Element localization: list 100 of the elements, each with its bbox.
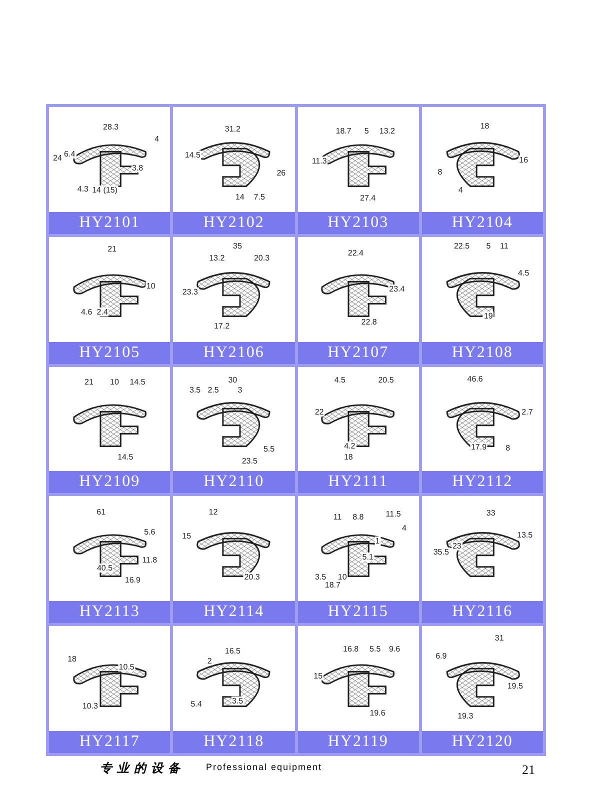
dimension-label: 46.6 — [466, 374, 484, 384]
product-card — [49, 626, 170, 753]
dimension-label: 6.4 — [63, 150, 76, 159]
dimension-label: 16 — [518, 156, 530, 165]
dimension-label: 21 — [106, 244, 118, 254]
model-number-bar: HY2104 — [422, 212, 543, 234]
dimension-label: 28.3 — [102, 122, 120, 132]
dimension-label: 31.2 — [224, 124, 242, 134]
product-card — [49, 496, 170, 624]
model-number-bar: HY2107 — [298, 342, 419, 364]
dimension-label: 19.3 — [456, 712, 474, 721]
dimension-label: 5 — [485, 242, 492, 251]
dimension-label: 18.7 — [324, 580, 342, 590]
dimension-label: 2.5 — [206, 385, 220, 394]
dimension-label: 8.8 — [352, 512, 365, 522]
dimension-label: 4.5 — [333, 376, 346, 385]
model-number-bar: HY2101 — [49, 212, 170, 234]
product-card — [422, 366, 543, 494]
dimension-label: 3 — [236, 385, 244, 394]
dimension-label: 8 — [504, 444, 512, 453]
footer-slogan: 专业的设备 — [100, 760, 185, 777]
product-card — [49, 366, 170, 494]
model-number-bar: HY2115 — [298, 601, 419, 624]
dimension-label: 17.9 — [470, 442, 488, 452]
model-number-bar: HY2110 — [173, 471, 294, 494]
dimension-label: 8 — [436, 167, 444, 176]
product-card — [422, 496, 543, 624]
dimension-label: 22.8 — [360, 317, 378, 326]
dimension-label: 5 — [363, 126, 370, 136]
model-number-bar: HY2120 — [422, 731, 543, 753]
dimension-label: 40.5 — [96, 563, 114, 572]
dimension-label: 11 — [332, 512, 343, 522]
model-number-bar: HY2112 — [422, 471, 543, 494]
model-number-bar: HY2106 — [173, 342, 294, 364]
product-card — [422, 107, 543, 234]
dimension-label: 31 — [494, 633, 505, 642]
product-card — [49, 236, 170, 364]
dimension-label: 19.5 — [506, 681, 524, 690]
model-number-bar: HY2113 — [49, 601, 170, 624]
dimension-label: 15 — [312, 672, 324, 681]
dimension-label: 14.5 — [128, 378, 146, 387]
dimension-label: 15 — [181, 532, 192, 541]
dimension-label: 17.2 — [212, 321, 231, 330]
dimension-label: 10 — [336, 572, 348, 582]
dimension-label: 5.5 — [368, 644, 382, 654]
dimension-label: 26 — [276, 168, 287, 178]
dimension-label: 20.5 — [377, 376, 395, 385]
product-card — [298, 626, 419, 753]
dimension-label: 5.4 — [190, 699, 203, 708]
dimension-label: 61 — [96, 508, 107, 517]
dimension-label: 11.5 — [384, 510, 402, 519]
dimension-label: 22 — [314, 407, 325, 416]
product-card — [173, 366, 294, 494]
product-card — [173, 496, 294, 624]
model-number-bar: HY2116 — [422, 601, 543, 624]
dimension-label: 3.5 — [314, 572, 328, 582]
model-number-bar: HY2118 — [173, 731, 294, 753]
dimension-label: 9.6 — [388, 644, 402, 654]
dimension-label: 4.6 — [80, 308, 94, 317]
dimension-label: 11.8 — [141, 556, 158, 565]
product-card — [173, 107, 294, 234]
model-number-bar: HY2111 — [298, 471, 419, 494]
dimension-label: 22.5 — [452, 242, 471, 251]
dimension-label: 22.4 — [346, 248, 364, 258]
dimension-label: 20.3 — [252, 253, 271, 262]
model-number-bar: HY2108 — [422, 342, 543, 364]
model-number-bar: HY2119 — [298, 731, 419, 753]
product-card — [298, 236, 419, 364]
dimension-label: 14.5 — [116, 452, 134, 462]
dimension-label: 35 — [232, 242, 243, 251]
product-card — [49, 107, 170, 234]
product-card — [173, 236, 294, 364]
dimension-label: 11 — [499, 242, 510, 251]
dimension-label: 4 — [154, 134, 160, 144]
dimension-label: 13.2 — [208, 253, 226, 262]
dimension-label: 3.5 — [188, 385, 202, 394]
dimension-label: 10.3 — [81, 701, 99, 710]
dimension-label: 33 — [485, 508, 496, 518]
dimension-label: 19.6 — [368, 708, 386, 718]
dimension-label: 21 — [84, 378, 94, 387]
dimension-label: 18.7 — [334, 126, 352, 136]
dimension-label: 27.4 — [359, 194, 377, 203]
model-number-bar: HY2103 — [298, 212, 419, 234]
dimension-label: 30 — [227, 376, 238, 385]
dimension-label: 5.6 — [143, 528, 156, 537]
dimension-label: 24 — [52, 154, 63, 163]
dimension-label: 18 — [342, 452, 354, 462]
dimension-label: 23.5 — [240, 456, 258, 466]
product-card — [173, 626, 294, 753]
dimension-label: 20.3 — [243, 572, 261, 582]
product-card — [422, 626, 543, 753]
product-card — [298, 496, 419, 624]
footer-text: Professional equipment — [206, 762, 322, 772]
dimension-label: 14 (15) — [91, 185, 118, 194]
model-number-bar: HY2102 — [173, 212, 294, 234]
dimension-label: 10.5 — [118, 662, 136, 672]
dimension-label: 11.3 — [310, 156, 328, 166]
dimension-label: 18 — [66, 654, 78, 664]
dimension-label: 2.4 — [96, 308, 109, 317]
dimension-label: 6.9 — [434, 651, 448, 660]
